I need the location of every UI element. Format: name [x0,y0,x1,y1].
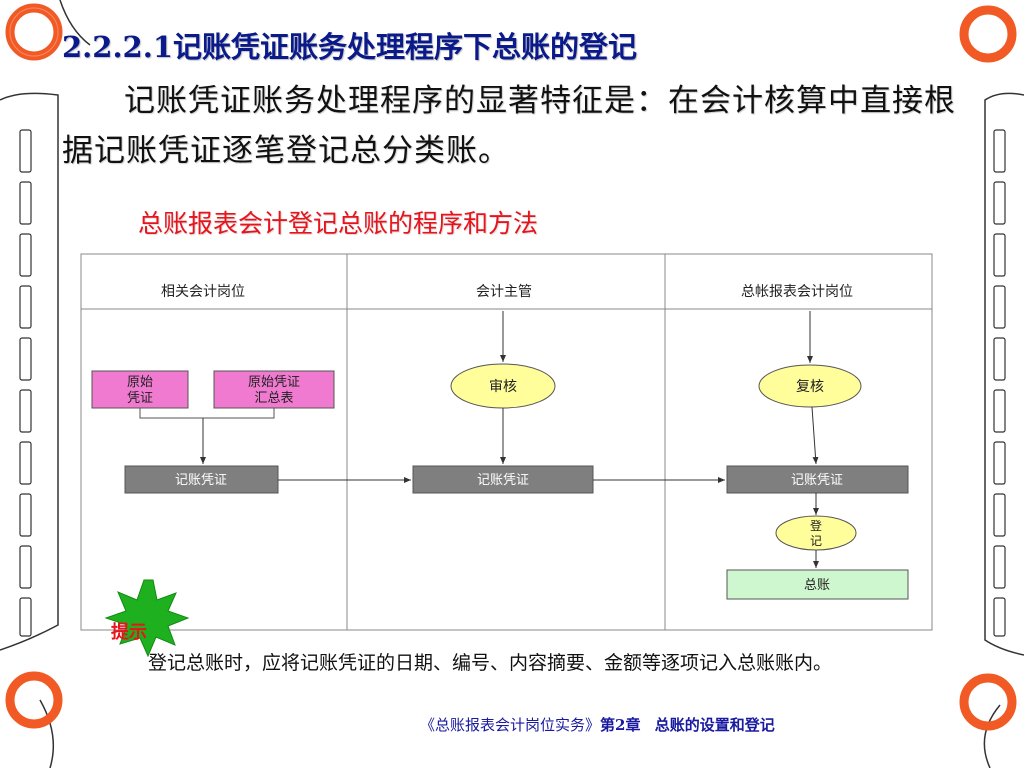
recheck-node-label: 复核 [796,378,824,395]
diagram-subtitle: 总账报表会计登记总账的程序和方法 [138,209,539,238]
section-heading: 2.2.2.1记账凭证账务处理程序下总账的登记 [62,30,638,64]
frame-curve-top [59,0,91,46]
summary-voucher-box [213,370,335,409]
diagram-border [80,253,933,631]
original-voucher-label-2: 凭证 [127,391,153,406]
review-node-label: 审核 [489,379,517,395]
voucher-box-lane2 [412,465,594,494]
summary-voucher-label-1: 原始凭证 [248,375,300,390]
frame-curve-left [0,92,59,651]
corner-ring-top-left [5,3,63,61]
footer-chapter: 第2章 [600,716,641,734]
summary-voucher-label-2: 汇总表 [254,391,293,406]
voucher-box-lane2-label: 记账凭证 [477,473,529,488]
lane-header-ledger-report: 总帐报表会计岗位 [741,284,853,300]
voucher-box-lane1-label: 记账凭证 [175,473,227,488]
frame-curve-bottom-right [983,704,1001,768]
arrow-recheck-to-voucher [811,406,819,465]
post-node-label-2: 记 [810,534,822,548]
footer-section: 总账的设置和登记 [654,716,775,734]
corner-ring-bottom-left [5,671,63,729]
tip-badge-label: 提示 [111,621,147,643]
tip-badge: 提示 [104,579,190,658]
frame-curve-right [984,92,1024,656]
binder-slots-left [19,129,32,637]
recheck-node [758,364,862,408]
voucher-box-lane1 [124,465,279,494]
footer-book-title: 《总账报表会计岗位实务》 [420,716,601,734]
voucher-box-lane3-label: 记账凭证 [791,473,843,488]
footer: 《总账报表会计岗位实务》第2章 总账的设置和登记 [420,714,775,735]
original-voucher-label-1: 原始 [127,375,153,390]
corner-ring-bottom-right [959,673,1017,731]
merge-connector [139,408,275,419]
general-ledger-label: 总账 [804,578,830,593]
body-paragraph: 记账凭证账务处理程序的显著特征是：在会计核算中直接根据记账凭证逐笔登记总分类账。 [62,83,956,169]
general-ledger-box [726,569,909,600]
post-node-label-1: 登 [810,518,822,533]
voucher-box-lane3 [726,465,909,494]
frame-curve-bottom [39,699,55,768]
corner-ring-top-right [959,5,1017,63]
original-voucher-box [91,370,189,409]
tip-starburst-icon [104,579,190,658]
lane-header-related-accounting: 相关会计岗位 [161,284,245,300]
tip-text: 登记总账时，应将记账凭证的日期、编号、内容摘要、金额等逐项记入总账账内。 [148,652,833,674]
lane-header-accounting-supervisor: 会计主管 [476,284,532,300]
binder-slots-right [993,129,1006,637]
